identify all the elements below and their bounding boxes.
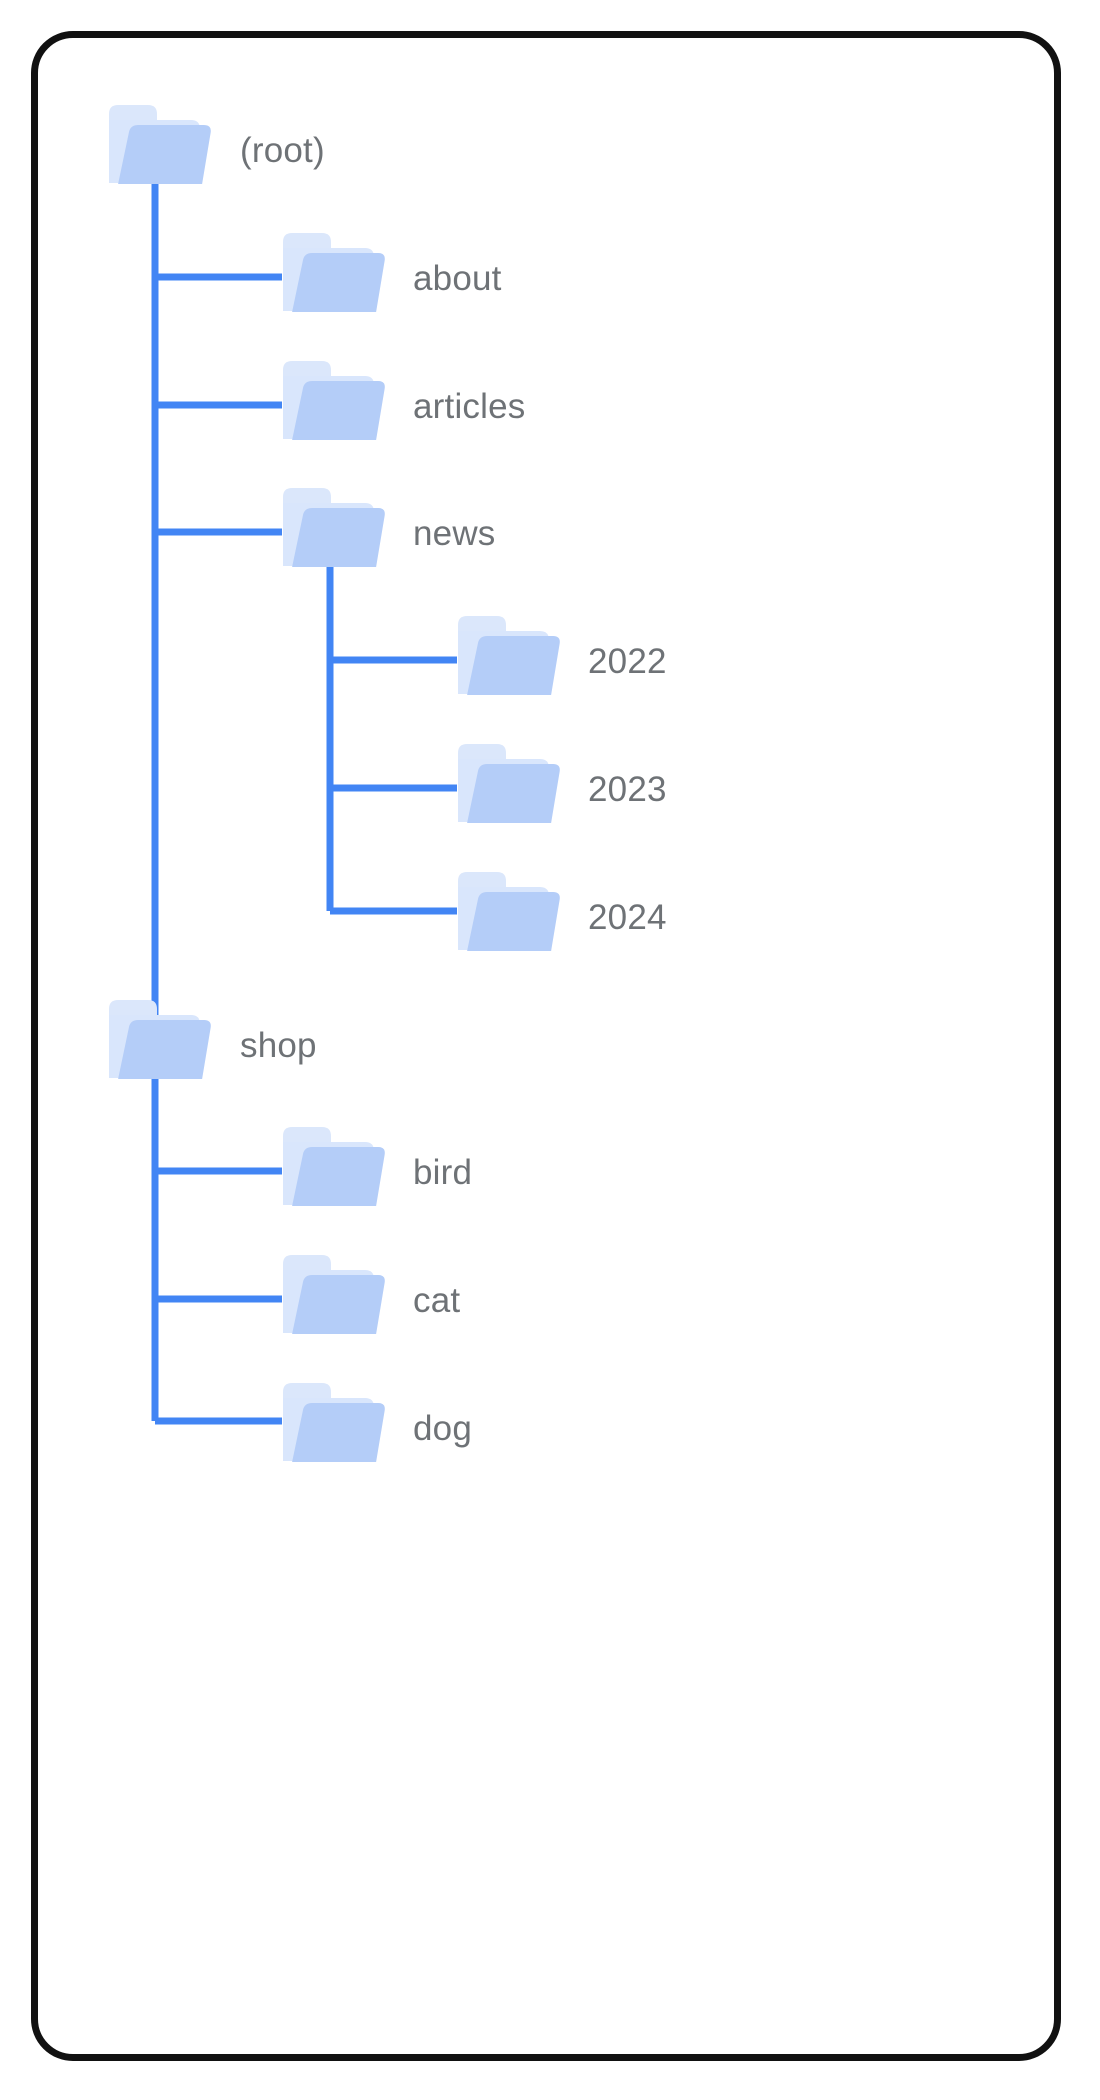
folder-front-flap [292,508,385,567]
folder-front-flap [292,253,385,312]
tree-node-label: news [413,513,496,553]
folder-front-flap [467,892,560,951]
folder-icon[interactable] [275,1124,395,1220]
tree-node-label: articles [413,386,526,426]
tree-node-about[interactable]: about [275,230,502,326]
tree-node-label: 2022 [588,641,667,681]
tree-node-y2023[interactable]: 2023 [450,741,667,837]
tree-node-cat[interactable]: cat [275,1252,460,1348]
folder-icon[interactable] [450,613,570,709]
tree-node-articles[interactable]: articles [275,358,525,454]
folder-front-flap [118,1020,211,1079]
tree-node-y2024[interactable]: 2024 [450,869,667,965]
tree-node-news[interactable]: news [275,485,496,581]
folder-front-flap [292,1147,385,1206]
folder-icon[interactable] [275,485,395,581]
tree-node-label: shop [240,1025,317,1065]
folder-icon[interactable] [450,741,570,837]
folder-front-flap [292,1275,385,1334]
tree-node-label: 2023 [588,769,667,809]
tree-node-label: bird [413,1152,473,1192]
tree-node-label: cat [413,1280,461,1320]
folder-front-flap [292,381,385,440]
folder-icon[interactable] [275,1252,395,1348]
tree-node-shop[interactable]: shop [100,997,317,1093]
folder-front-flap [467,636,560,695]
tree-node-dog[interactable]: dog [275,1380,472,1476]
folder-icon[interactable] [100,102,222,198]
tree-node-label: (root) [240,130,325,170]
tree-node-root[interactable]: (root) [100,102,325,198]
tree-node-y2022[interactable]: 2022 [450,613,667,709]
folder-front-flap [118,125,211,184]
folder-icon[interactable] [450,869,570,965]
folder-icon[interactable] [275,230,395,326]
folder-icon[interactable] [100,997,222,1093]
tree-node-label: 2024 [588,897,667,937]
folder-icon[interactable] [275,358,395,454]
tree-node-bird[interactable]: bird [275,1124,472,1220]
folder-icon[interactable] [275,1380,395,1476]
tree-node-label: dog [413,1408,472,1448]
folder-front-flap [292,1403,385,1462]
tree-node-label: about [413,258,502,298]
folder-front-flap [467,764,560,823]
